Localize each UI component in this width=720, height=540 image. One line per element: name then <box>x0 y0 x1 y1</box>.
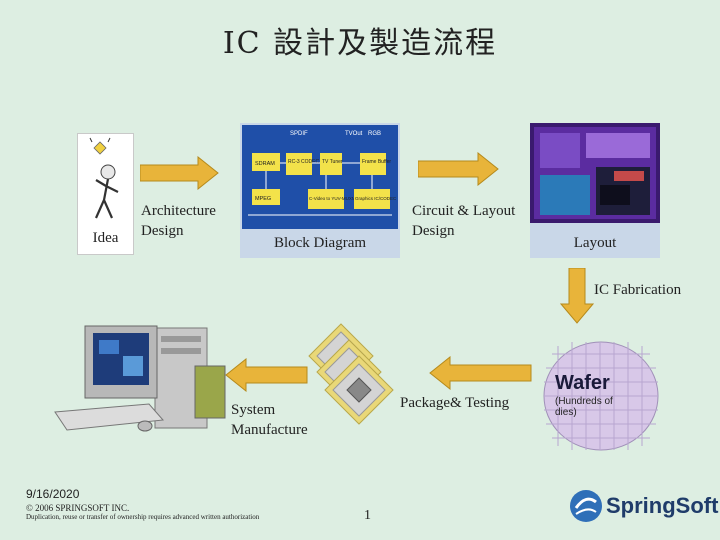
manufacture-line: Manufacture <box>231 420 308 440</box>
block-diagram-panel: SPDIF TVOut RGB SDRAM RC-3 CODEC TV Tune… <box>240 123 400 258</box>
idea-panel: Idea <box>77 133 134 255</box>
layout-label: Layout <box>530 235 660 252</box>
package-chips-image <box>303 320 413 432</box>
tvout-label: TVOut <box>345 131 363 137</box>
footer-copyright: © 2006 SPRINGSOFT INC. <box>26 503 129 513</box>
arrow-to-system <box>224 358 308 392</box>
arrow-to-layout <box>418 152 500 186</box>
system-line: System <box>231 400 308 420</box>
codec-block: RC-3 CODEC <box>288 159 320 165</box>
architecture-line: Architecture <box>141 201 216 221</box>
frame-buffer-block: Frame Buffer <box>362 159 391 165</box>
springsoft-logo-icon <box>568 488 604 524</box>
circuit-layout-line: Circuit & Layout <box>412 201 515 221</box>
sdram-block: SDRAM <box>255 161 275 167</box>
circuit-layout-design-label: Circuit & Layout Design <box>412 201 515 241</box>
arrow-to-block-diagram <box>140 156 220 190</box>
footer-notice: Duplication, reuse or transfer of owners… <box>26 513 259 521</box>
chip-layout-image <box>530 123 660 223</box>
architecture-design-label: Architecture Design <box>141 201 216 241</box>
page-title: IC 設計及製造流程 <box>0 18 720 62</box>
system-manufacture-label: System Manufacture <box>231 400 308 440</box>
wafer-sub-line2: dies) <box>555 407 613 418</box>
computer-system-image <box>45 320 235 440</box>
graphics-block: Graphics IC/CODEC <box>355 196 397 201</box>
footer-date: 9/16/2020 <box>26 487 79 501</box>
ic-fabrication-label: IC Fabrication <box>594 282 681 299</box>
package-testing-label: Package& Testing <box>400 395 509 412</box>
springsoft-logo-text: SpringSoft <box>606 493 718 519</box>
wafer-sub-line1: (Hundreds of <box>555 396 613 407</box>
spdif-label: SPDIF <box>290 131 308 137</box>
rgb-label: RGB <box>368 131 381 137</box>
design-line: Design <box>141 221 216 241</box>
mpeg-block: MPEG <box>255 196 271 202</box>
block-diagram-image: SPDIF TVOut RGB SDRAM RC-3 CODEC TV Tune… <box>240 123 400 233</box>
arrow-to-package <box>428 356 532 390</box>
tv-tuner-block: TV Tuner <box>322 159 343 165</box>
block-diagram-label: Block Diagram <box>240 235 400 252</box>
circuit-design-line: Design <box>412 221 515 241</box>
cvideo-block: C-Video to YUV-MUXM <box>309 196 356 201</box>
page-number: 1 <box>364 508 371 524</box>
wafer-sublabel: (Hundreds of dies) <box>555 396 613 418</box>
arrow-down-to-fabrication <box>560 268 594 324</box>
layout-panel: Layout <box>530 123 660 258</box>
wafer-label: Wafer <box>555 372 610 395</box>
idea-label: Idea <box>78 230 133 247</box>
